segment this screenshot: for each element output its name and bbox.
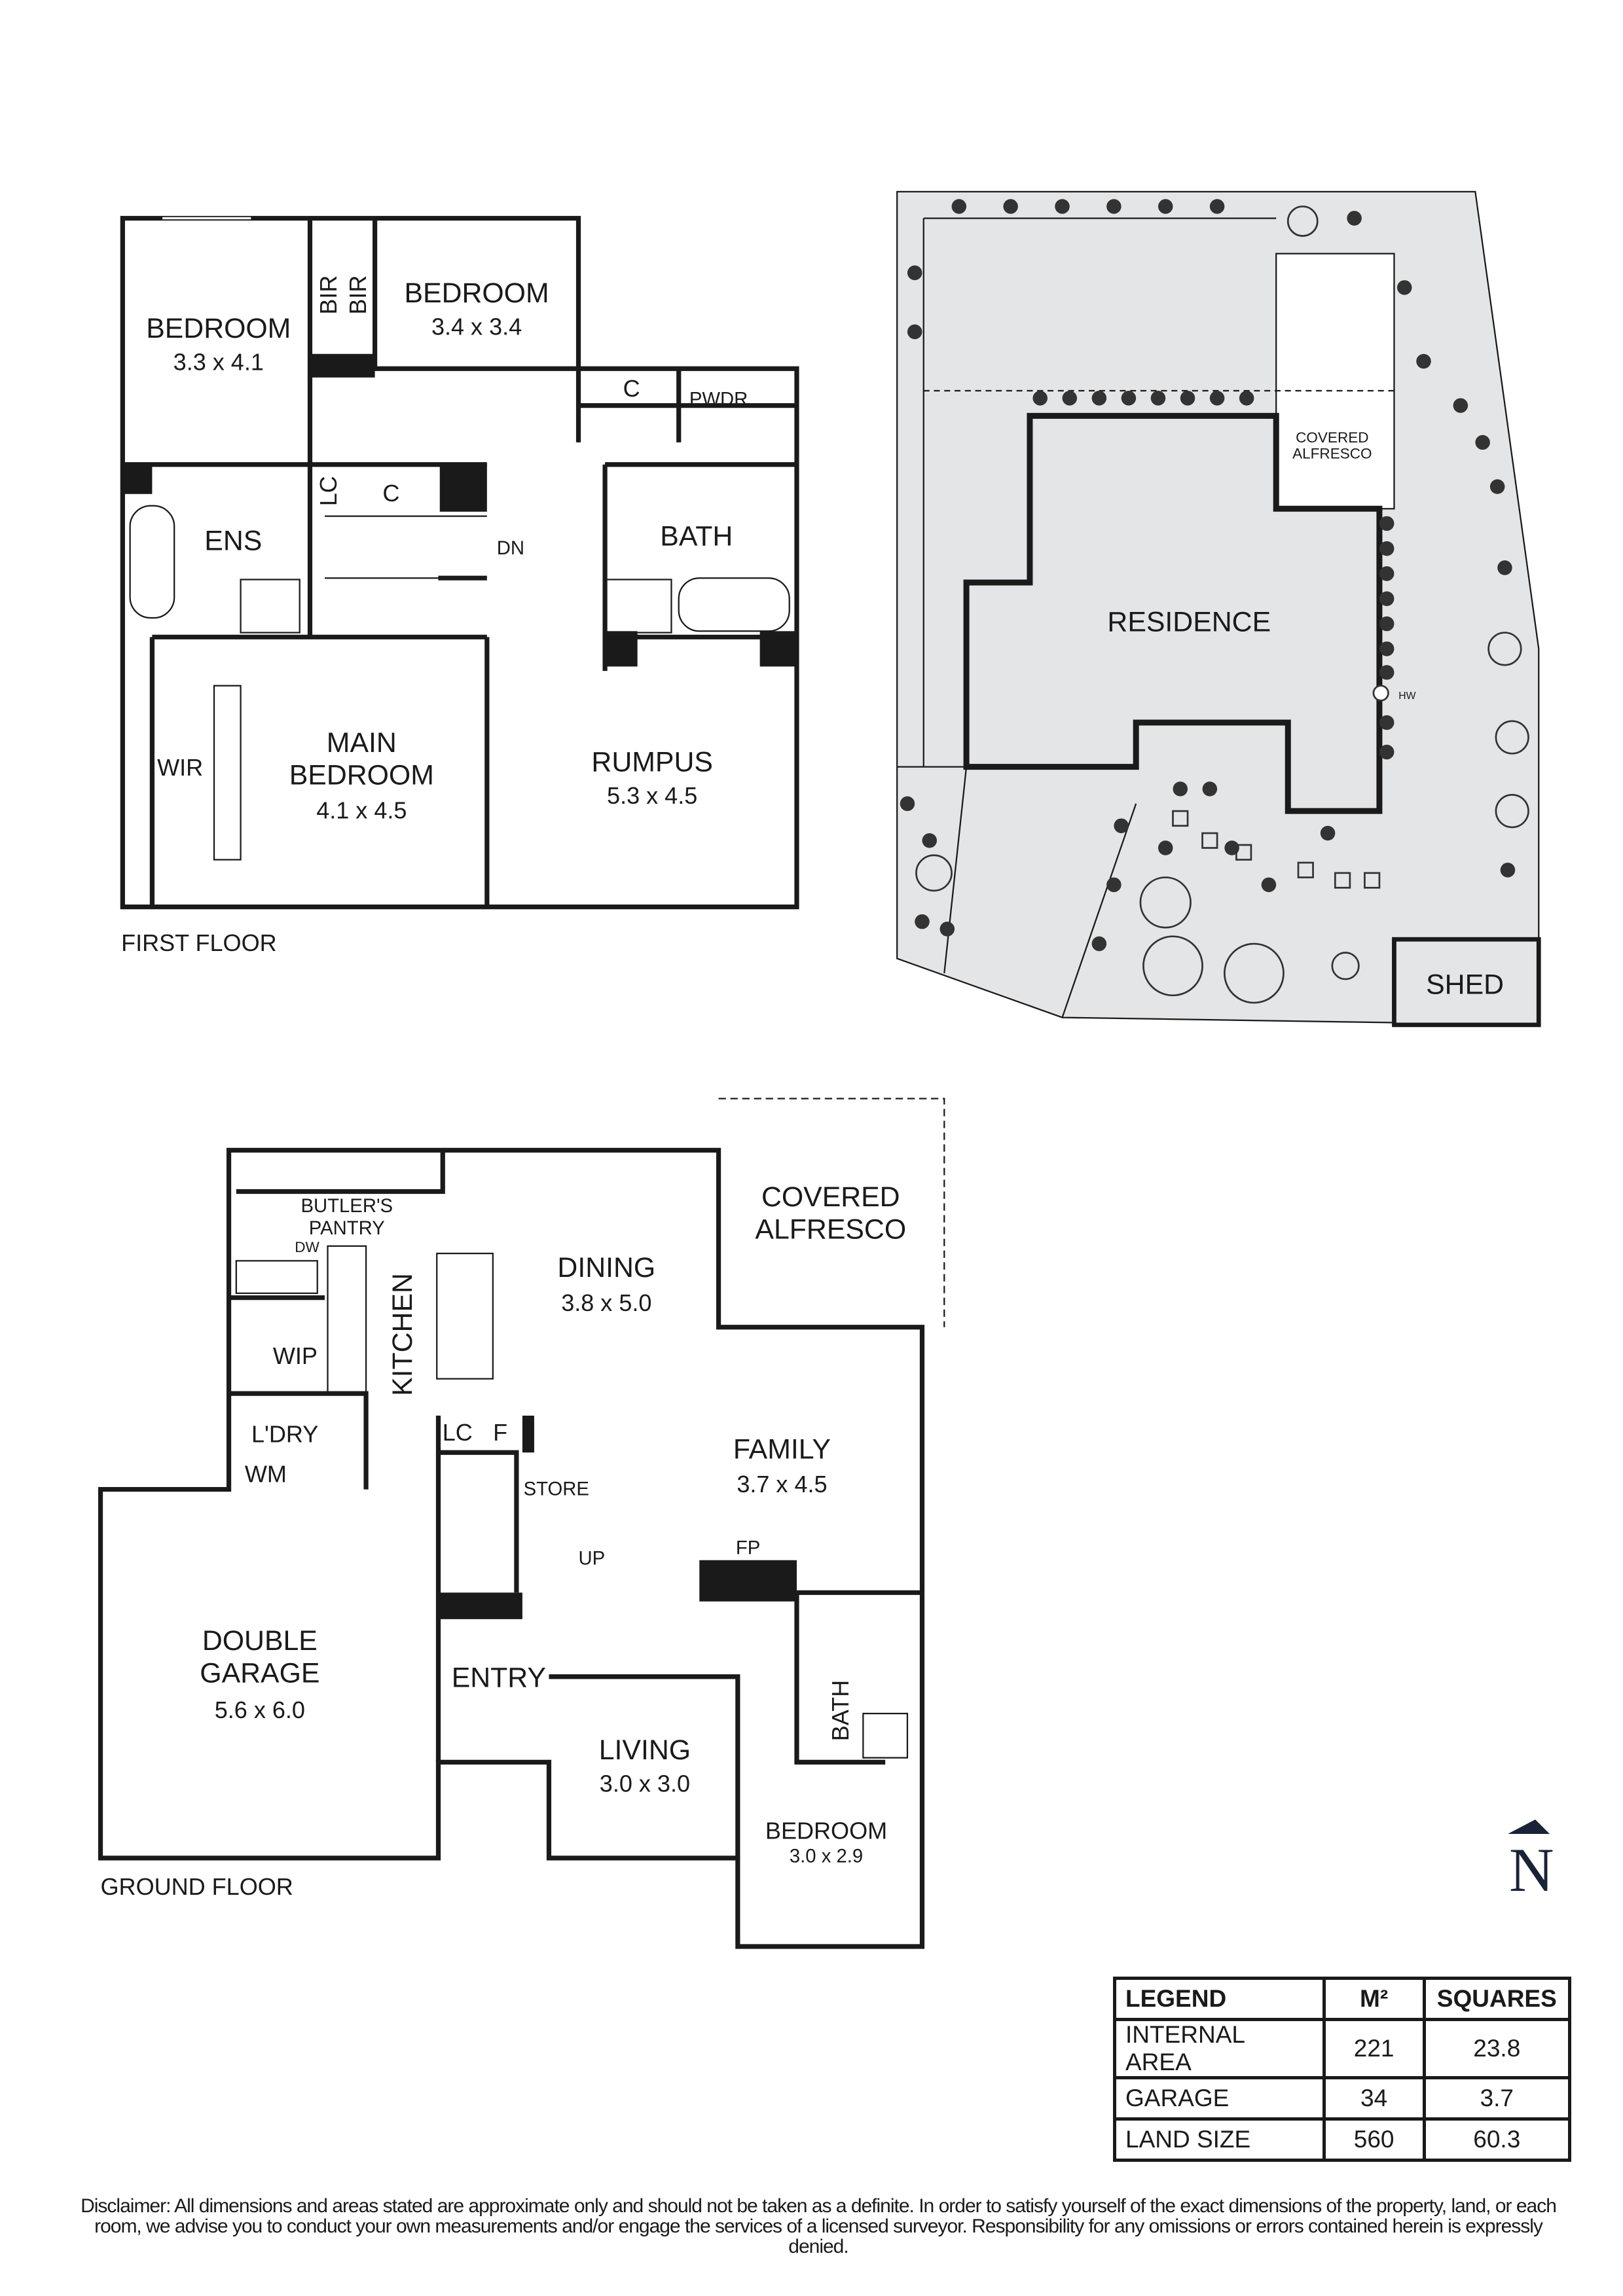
m2-header: M²: [1322, 1977, 1426, 2021]
disclaimer: Disclaimer: All dimensions and areas sta…: [81, 2195, 1557, 2257]
room-dims: 3.4 x 3.4: [431, 313, 522, 340]
dishwasher-label: DW: [295, 1239, 319, 1255]
room-name: MAIN: [327, 727, 397, 759]
room-name: BEDROOM: [765, 1818, 887, 1844]
room-name: BEDROOM: [146, 313, 291, 344]
first-floor-title: FIRST FLOOR: [121, 929, 277, 956]
cupboard-label: C: [623, 375, 640, 402]
pwdr-label: PWDR: [689, 389, 748, 410]
row-m2: 221: [1322, 2018, 1426, 2079]
entry-label: ENTRY: [452, 1662, 546, 1693]
stairs-down-label: DN: [497, 537, 524, 559]
room-dims: 3.0 x 3.0: [600, 1770, 690, 1797]
legend-table: LEGEND M² SQUARES INTERNAL AREA 221 23.8…: [1113, 1977, 1572, 2162]
ens-label: ENS: [204, 525, 262, 556]
fridge-label: F: [493, 1419, 507, 1446]
ground-floor-plan: BUTLER'S PANTRY DW KITCHEN WIP L'DRY WM …: [98, 1098, 945, 1949]
room-dims: 5.6 x 6.0: [215, 1696, 305, 1723]
store-label: STORE: [524, 1479, 589, 1500]
wir-label: WIR: [157, 754, 203, 781]
row-squares: 60.3: [1422, 2117, 1572, 2162]
bir-label: BIR: [344, 276, 371, 315]
row-label: GARAGE: [1113, 2076, 1326, 2121]
row-m2: 34: [1322, 2076, 1426, 2121]
room-dims: 3.3 x 4.1: [173, 349, 264, 376]
wip-label: WIP: [273, 1342, 318, 1369]
legend-header: LEGEND: [1113, 1977, 1326, 2021]
row-label: LAND SIZE: [1113, 2117, 1326, 2162]
room-dims: 5.3 x 4.5: [607, 782, 697, 809]
room-name: BEDROOM: [404, 278, 549, 309]
room-name: DINING: [557, 1252, 655, 1283]
linen-cupboard-label: LC: [443, 1419, 473, 1446]
north-label: N: [1509, 1835, 1554, 1905]
stairs-up-label: UP: [578, 1547, 605, 1569]
legend-header-row: LEGEND M² SQUARES: [1113, 1977, 1572, 2021]
hot-water-label: HW: [1398, 691, 1415, 702]
room-name: RUMPUS: [591, 746, 712, 778]
room-name: LIVING: [599, 1734, 691, 1766]
row-squares: 23.8: [1422, 2018, 1572, 2079]
bath-label: BATH: [660, 521, 733, 552]
room-dims: 3.7 x 4.5: [737, 1471, 827, 1498]
fireplace-label: FP: [736, 1537, 760, 1559]
room-name: FAMILY: [733, 1433, 831, 1465]
table-row: INTERNAL AREA 221 23.8: [1113, 2018, 1572, 2079]
cupboard-label: C: [382, 480, 399, 507]
table-row: LAND SIZE 560 60.3: [1113, 2117, 1572, 2162]
butlers-pantry-label: BUTLER'S: [301, 1195, 393, 1217]
row-m2: 560: [1322, 2117, 1426, 2162]
room-name: DOUBLE: [202, 1625, 318, 1657]
north-arrow-icon: [1508, 1820, 1550, 1834]
alfresco-label: COVERED: [1296, 429, 1368, 446]
residence-label: RESIDENCE: [1107, 606, 1271, 637]
bath-label: BATH: [827, 1680, 854, 1741]
north-indicator: N: [1496, 1800, 1561, 1905]
row-label: INTERNAL AREA: [1113, 2018, 1326, 2079]
butlers-pantry-label: PANTRY: [309, 1217, 385, 1239]
alfresco-label: ALFRESCO: [755, 1214, 906, 1246]
room-dims: 3.0 x 2.9: [790, 1846, 863, 1867]
alfresco-label: COVERED: [761, 1181, 900, 1213]
room-dims: 4.1 x 4.5: [316, 797, 407, 823]
kitchen-label: KITCHEN: [387, 1273, 418, 1396]
room-name: BEDROOM: [289, 760, 434, 791]
bir-label: BIR: [315, 276, 342, 315]
squares-header: SQUARES: [1422, 1977, 1572, 2021]
laundry-label: L'DRY: [251, 1420, 318, 1447]
linen-cupboard-label: LC: [315, 476, 342, 506]
table-row: GARAGE 34 3.7: [1113, 2076, 1572, 2121]
room-dims: 3.8 x 5.0: [561, 1289, 651, 1316]
ground-floor-title: GROUND FLOOR: [101, 1873, 293, 1900]
shed-label: SHED: [1426, 969, 1504, 1001]
row-squares: 3.7: [1422, 2076, 1572, 2121]
site-plan: RESIDENCE COVERED ALFRESCO SHED HW: [896, 190, 1541, 1028]
washing-machine-label: WM: [245, 1460, 287, 1487]
first-floor-plan: BEDROOM 3.3 x 4.1 BEDROOM 3.4 x 3.4 MAIN…: [120, 215, 799, 956]
room-name: GARAGE: [200, 1658, 319, 1689]
alfresco-label: ALFRESCO: [1292, 446, 1372, 462]
